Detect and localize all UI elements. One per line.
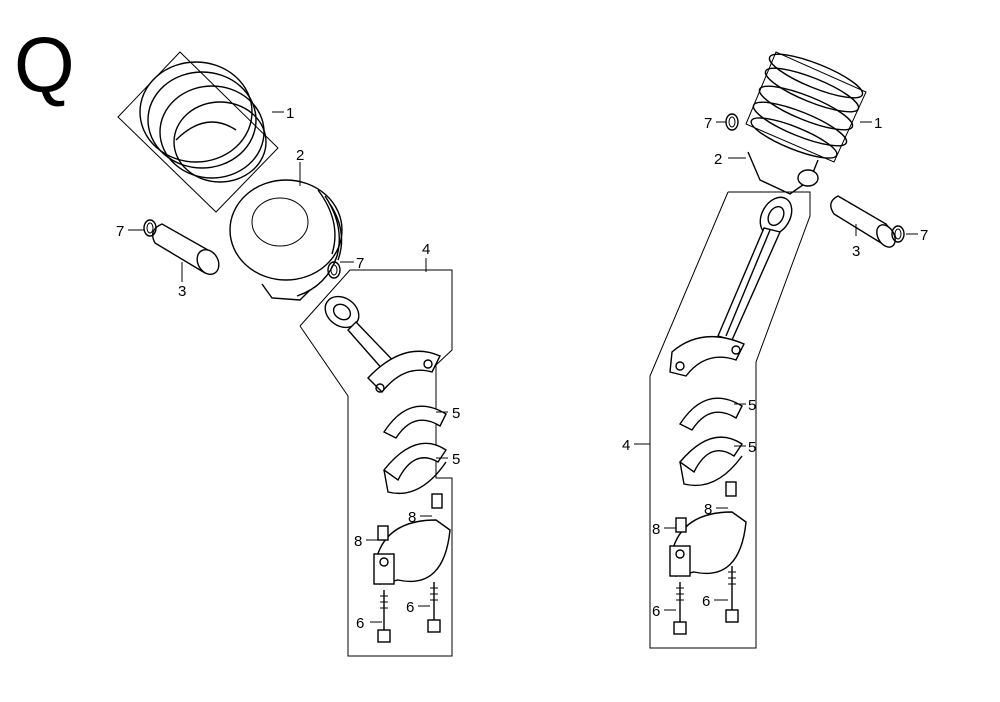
right-bearing-lower xyxy=(678,436,743,487)
left-label-7b: 7 xyxy=(356,255,364,272)
left-label-6b: 6 xyxy=(406,599,414,616)
left-label-1: 1 xyxy=(286,105,294,122)
right-piston-ring-box xyxy=(745,51,867,163)
left-piston-ring-set xyxy=(117,51,279,213)
right-label-4: 4 xyxy=(622,437,630,454)
right-label-5a: 5 xyxy=(748,397,756,414)
right-label-5b: 5 xyxy=(748,439,756,456)
right-label-8a: 8 xyxy=(652,521,660,538)
page-letter: Q xyxy=(14,21,75,109)
right-label-7a: 7 xyxy=(704,115,712,132)
left-rod-cap xyxy=(373,519,451,585)
left-connecting-rod xyxy=(324,295,441,394)
left-label-4: 4 xyxy=(422,241,430,258)
right-leaders xyxy=(634,121,918,611)
left-label-8a: 8 xyxy=(354,533,362,550)
left-bearing-lower xyxy=(382,442,447,494)
left-dowel-b xyxy=(431,493,443,509)
left-label-2: 2 xyxy=(296,147,304,164)
left-bearing-upper xyxy=(382,405,447,439)
right-piston xyxy=(747,151,819,195)
left-rod-assembly-outline xyxy=(299,269,453,657)
right-pin-clip-a xyxy=(725,113,739,131)
right-label-2: 2 xyxy=(714,151,722,168)
right-rod-bolt-a xyxy=(673,582,687,635)
right-piston-ring-set xyxy=(750,53,864,159)
right-label-3: 3 xyxy=(852,243,860,260)
left-label-8b: 8 xyxy=(408,509,416,526)
right-label-6b: 6 xyxy=(702,593,710,610)
left-label-5a: 5 xyxy=(452,405,460,422)
left-label-6a: 6 xyxy=(356,615,364,632)
right-rod-cap xyxy=(669,511,747,577)
left-pin-clip-b xyxy=(327,261,341,279)
right-assembly: 1 2 3 4 5 5 6 6 7 7 8 8 xyxy=(622,51,928,649)
right-connecting-rod xyxy=(669,196,793,377)
left-label-3: 3 xyxy=(178,283,186,300)
right-pin-clip-b xyxy=(891,225,905,243)
right-piston-pin xyxy=(830,195,896,248)
right-label-7b: 7 xyxy=(920,227,928,244)
right-label-6a: 6 xyxy=(652,603,660,620)
right-dowel-b xyxy=(725,481,737,497)
left-pin-clip-a xyxy=(143,219,157,237)
left-piston xyxy=(229,179,343,301)
left-leaders xyxy=(128,111,448,623)
left-piston-pin xyxy=(152,223,220,276)
left-dowel-a xyxy=(377,525,389,541)
left-label-5b: 5 xyxy=(452,451,460,468)
right-rod-assembly-outline xyxy=(649,191,811,649)
right-label-1: 1 xyxy=(874,115,882,132)
right-rod-bolt-b xyxy=(725,566,739,623)
left-rod-bolt-b xyxy=(427,582,441,633)
left-assembly: 1 2 3 4 5 5 6 6 7 7 8 8 xyxy=(116,51,460,657)
right-dowel-a xyxy=(675,517,687,533)
left-label-7a: 7 xyxy=(116,223,124,240)
left-rod-bolt-a xyxy=(377,590,391,643)
right-bearing-upper xyxy=(678,397,743,431)
right-label-8b: 8 xyxy=(704,501,712,518)
